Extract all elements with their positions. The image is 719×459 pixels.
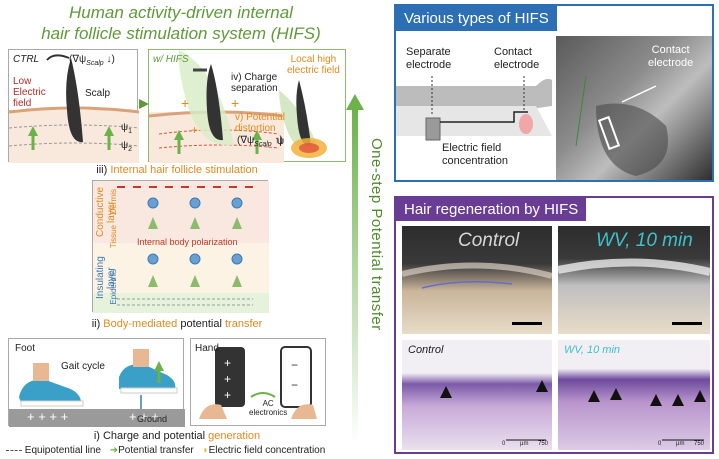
hand-panel: + + + − − Hand AC electronics xyxy=(190,338,326,426)
hand-label: Hand xyxy=(195,343,219,354)
potential-distortion-label: v) Potential distortion xyxy=(235,112,286,134)
internal-polarization-label: Internal body polarization xyxy=(137,237,238,247)
foot-panel: + + + + + + + Foot Gait cycle Ground xyxy=(8,338,185,427)
control-photo: Control xyxy=(401,226,553,334)
control-scale-unit: µm xyxy=(520,441,529,447)
photo-contact-electrode-label: Contact electrode xyxy=(648,44,694,69)
local-high-field-label: Local high electric field xyxy=(287,54,340,76)
charge-separation-label: iv) Charge separation xyxy=(231,72,278,94)
one-step-transfer-label: One-step Potential transfer xyxy=(368,138,385,331)
control-photo-label: Control xyxy=(458,230,520,251)
legend-equipotential: Equipotential line xyxy=(24,445,101,456)
field-concentration-label: Electric field concentration xyxy=(442,142,509,167)
svg-text:+ + +: + + + xyxy=(129,409,159,424)
svg-text:−: − xyxy=(291,358,298,372)
ctrl-to-hifs-arrow xyxy=(139,99,149,109)
wv-photo-label: WV, 10 min xyxy=(596,230,693,251)
equipotential-line-icon xyxy=(6,449,22,451)
svg-text:+: + xyxy=(231,95,239,111)
whifs-label: w/ HIFS xyxy=(153,54,189,65)
potential-transfer-arrow xyxy=(346,94,364,444)
dermis-label: Dermis xyxy=(109,189,118,215)
low-field-label: Low Electric field xyxy=(13,76,46,109)
control-histology-label: Control xyxy=(408,344,444,356)
svg-text:+: + xyxy=(224,356,231,370)
legend: Equipotential line ➜Potential transfer ◗… xyxy=(6,445,346,456)
panel-ii-caption: ii) Body-mediated potential transfer xyxy=(91,318,263,330)
contact-electrode-label: Contact electrode xyxy=(494,46,540,71)
foot-label: Foot xyxy=(15,343,36,354)
svg-text:+: + xyxy=(224,372,231,386)
svg-text:+: + xyxy=(191,123,198,137)
psi2-label: ψ2 xyxy=(121,140,133,153)
control-histology-overlay xyxy=(440,380,548,441)
regen-panel: Hair regeneration by HIFS Control WV, 10… xyxy=(394,196,714,454)
electrode-photo: Contact electrode xyxy=(556,36,712,180)
potential-transfer-arrow-icon: ➜ xyxy=(109,445,119,456)
panel-iii-caption: iii) Internal hair follicle stimulation xyxy=(96,164,258,176)
control-histology: Control 0 µm 750 xyxy=(402,340,552,450)
svg-text:+: + xyxy=(224,388,231,402)
control-scale-0: 0 xyxy=(502,441,506,447)
wv-photo: WV, 10 min xyxy=(557,226,711,334)
legend-field-concentration: Electric field concentration xyxy=(208,445,326,456)
hifs-panel: + + + w/ HIFS iv) Charge separation v) P… xyxy=(148,49,346,163)
hifs-formula: (∇ψScalp ↑) xyxy=(237,135,283,148)
tissue-label: Tissue xyxy=(109,225,118,249)
psi1-label: ψ1 xyxy=(121,122,133,135)
foot-diagram: + + + + + + + xyxy=(9,349,185,427)
epidermis-label: Epidermis xyxy=(109,269,118,305)
control-photo-overlay xyxy=(401,262,553,325)
scalp-label: Scalp xyxy=(85,88,111,99)
hand-diagram: + + + − − xyxy=(199,346,317,419)
title-line-1: Human activity-driven internal xyxy=(69,3,293,22)
types-header: Various types of HIFS xyxy=(396,6,557,31)
gait-cycle-label: Gait cycle xyxy=(61,361,105,372)
wv-histology-overlay xyxy=(588,388,706,441)
svg-text:−: − xyxy=(291,378,298,392)
ac-electronics-label: AC electronics xyxy=(249,399,288,417)
control-scale-750: 750 xyxy=(538,441,549,447)
separate-electrode-label: Separate electrode xyxy=(406,46,452,71)
electrode-diagram xyxy=(396,76,552,141)
wv-scale-0: 0 xyxy=(658,441,662,447)
title-line-2: hair follicle stimulation system (HIFS) xyxy=(41,24,321,43)
panel-i-caption: i) Charge and potential generation xyxy=(93,430,261,442)
legend-potential-transfer: Potential transfer xyxy=(118,445,194,456)
ctrl-label: CTRL xyxy=(13,54,40,65)
ctrl-panel: CTRL (∇ψScalp ↓) Low Electric field Scal… xyxy=(8,49,140,163)
panel-ii: Conductive layer Dermis Tissue Internal … xyxy=(92,180,269,313)
hifs-diagram: + + + xyxy=(148,50,327,163)
polarization-diagram xyxy=(93,181,269,313)
regen-header: Hair regeneration by HIFS xyxy=(396,198,587,221)
ground-label: Ground xyxy=(137,414,168,424)
wv-histology-label: WV, 10 min xyxy=(564,344,621,356)
ctrl-formula: (∇ψScalp ↓) xyxy=(69,54,115,67)
wv-histology: WV, 10 min 0 µm 750 xyxy=(558,340,710,450)
svg-text:+ + + +: + + + + xyxy=(27,409,68,424)
field-concentration-icon: ◗ xyxy=(202,445,209,456)
photo-overlay xyxy=(575,75,668,176)
wv-scale-unit: µm xyxy=(676,441,685,447)
figure-title: Human activity-driven internal hair foll… xyxy=(36,2,326,44)
ctrl-diagram xyxy=(8,54,140,163)
wv-scale-750: 750 xyxy=(694,441,705,447)
svg-text:+: + xyxy=(181,95,189,111)
psi-symbol: ψ xyxy=(277,136,285,147)
wv-photo-overlay xyxy=(557,258,711,325)
types-panel: Various types of HIFS Separate electrode… xyxy=(394,4,714,182)
